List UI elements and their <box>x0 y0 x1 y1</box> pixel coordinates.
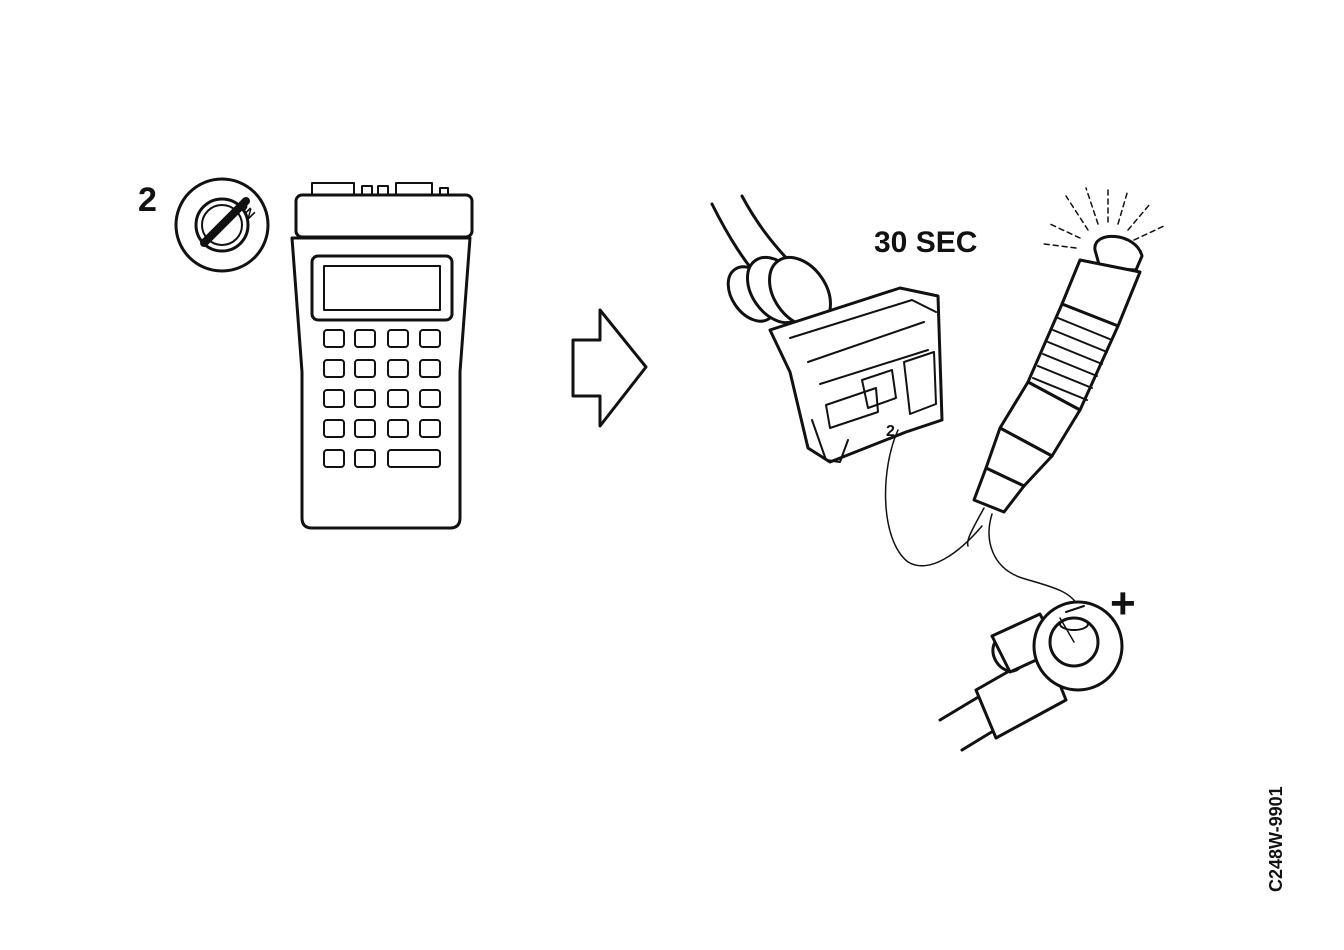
battery-terminal-icon <box>938 600 1124 752</box>
arrow-right-icon <box>571 308 648 428</box>
connector-pin-label: 2 <box>886 423 895 440</box>
connector-icon: 2 <box>710 194 983 567</box>
diagnostic-tester-icon <box>290 182 474 530</box>
figure-code: C248W-9901 <box>1266 786 1286 892</box>
duration-label: 30 SEC <box>874 226 977 259</box>
ignition-key-icon: ON <box>174 177 270 273</box>
lamp-light-rays <box>1043 185 1165 249</box>
step-number: 2 <box>138 181 157 219</box>
ignition-on-label: ON <box>234 198 258 222</box>
tester-keypad <box>323 329 441 468</box>
test-lamp-icon <box>966 185 1165 607</box>
